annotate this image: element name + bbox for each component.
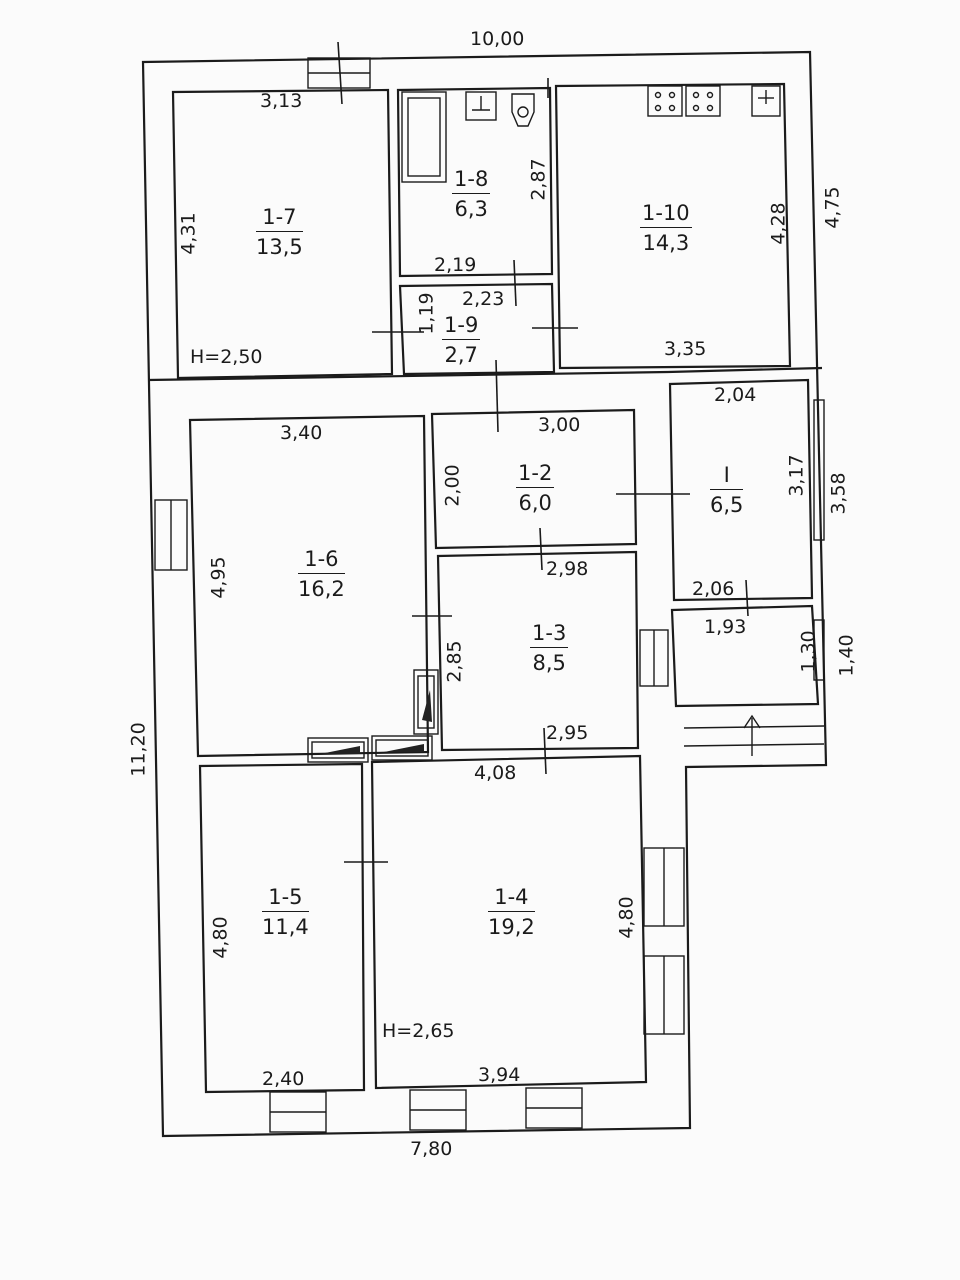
dim-1-4-height: 4,80: [615, 896, 638, 939]
overall-right-height: 4,75: [821, 186, 844, 229]
dim-I-outer-height: 3,58: [827, 472, 850, 515]
room-label-1-2: 1-2 6,0: [516, 460, 555, 517]
room-label-1-9: 1-9 2,7: [442, 312, 481, 369]
porch-outline: [670, 604, 820, 708]
room-label-1-6: 1-6 16,2: [298, 546, 345, 603]
room-area: 13,5: [256, 235, 303, 260]
dim-1-10-height: 4,28: [767, 202, 790, 245]
dim-1-5-width: 2,40: [262, 1068, 305, 1090]
dim-1-9-height: 1,19: [415, 292, 438, 335]
dim-porch-outer-height: 1,40: [835, 634, 858, 677]
room-number: 1-10: [640, 200, 692, 229]
room-label-I: I 6,5: [710, 462, 744, 519]
dim-porch-height: 1,30: [797, 630, 820, 673]
dim-1-6-width: 3,40: [280, 422, 323, 444]
room-number: 1-8: [452, 166, 491, 195]
dim-1-2-height: 2,00: [441, 464, 464, 507]
porch-steps: [683, 714, 825, 756]
dim-I-height: 3,17: [785, 454, 808, 497]
room-area: 6,0: [518, 491, 552, 516]
room-number: 1-9: [442, 312, 481, 341]
dim-1-8-height: 2,87: [527, 158, 550, 201]
room-1-8-outline: [396, 86, 554, 278]
overall-left-height: 11,20: [127, 722, 150, 777]
room-area: 2,7: [444, 343, 478, 368]
dim-I-width-bottom: 2,06: [692, 578, 735, 600]
room-area: 8,5: [532, 651, 566, 676]
dim-1-3-height: 2,85: [443, 640, 466, 683]
room-area: 19,2: [488, 915, 535, 940]
dim-1-4-width-bottom: 3,94: [478, 1064, 521, 1086]
room-1-7-outline: [171, 88, 394, 380]
dim-1-7-width: 3,13: [260, 90, 303, 112]
dim-1-5-height: 4,80: [209, 916, 232, 959]
room-number: 1-7: [256, 204, 303, 233]
dim-1-4-width-top: 4,08: [474, 762, 517, 784]
dim-1-9-width: 2,23: [462, 288, 505, 310]
windows: [154, 57, 825, 1133]
room-1-10-outline: [554, 82, 792, 370]
dim-1-3-width-bottom: 2,95: [546, 722, 589, 744]
dim-1-7-height: 4,31: [177, 212, 200, 255]
dim-1-6-height: 4,95: [207, 556, 230, 599]
room-number: 1-6: [298, 546, 345, 575]
dim-I-width-top: 2,04: [714, 384, 757, 406]
room-label-1-5: 1-5 11,4: [262, 884, 309, 941]
kitchen-fixtures: [647, 85, 781, 117]
heating-stoves: [307, 669, 439, 763]
outer-walls: [141, 50, 828, 1138]
room-1-9-outline: [398, 282, 556, 376]
room-1-2-outline: [430, 408, 638, 550]
room-number: 1-4: [488, 884, 535, 913]
dim-porch-width: 1,93: [704, 616, 747, 638]
dim-1-10-width: 3,35: [664, 338, 707, 360]
ceiling-height-bottom: H=2,65: [382, 1020, 455, 1042]
room-label-1-4: 1-4 19,2: [488, 884, 535, 941]
room-area: 14,3: [642, 231, 690, 256]
room-label-1-3: 1-3 8,5: [530, 620, 569, 677]
ceiling-height-top: H=2,50: [190, 346, 263, 368]
room-label-1-10: 1-10 14,3: [640, 200, 692, 257]
room-area: 6,5: [710, 493, 744, 518]
room-area: 11,4: [262, 915, 309, 940]
bathroom-fixtures: [401, 78, 549, 183]
room-area: 16,2: [298, 577, 345, 602]
dim-1-2-width: 3,00: [538, 414, 581, 436]
room-number: I: [710, 462, 744, 491]
room-I-outline: [668, 378, 814, 602]
room-1-5-outline: [198, 762, 366, 1094]
overall-top-width: 10,00: [470, 28, 525, 50]
overall-bottom-width: 7,80: [410, 1138, 453, 1160]
dim-1-9-width-top: 2,19: [434, 254, 477, 276]
room-1-3-outline: [436, 550, 640, 752]
room-label-1-7: 1-7 13,5: [256, 204, 303, 261]
room-number: 1-3: [530, 620, 569, 649]
door-marks: [337, 41, 749, 863]
room-number: 1-5: [262, 884, 309, 913]
room-1-4-outline: [370, 754, 648, 1090]
dim-1-3-width-top: 2,98: [546, 558, 589, 580]
room-number: 1-2: [516, 460, 555, 489]
room-area: 6,3: [454, 197, 488, 222]
room-label-1-8: 1-8 6,3: [452, 166, 491, 223]
